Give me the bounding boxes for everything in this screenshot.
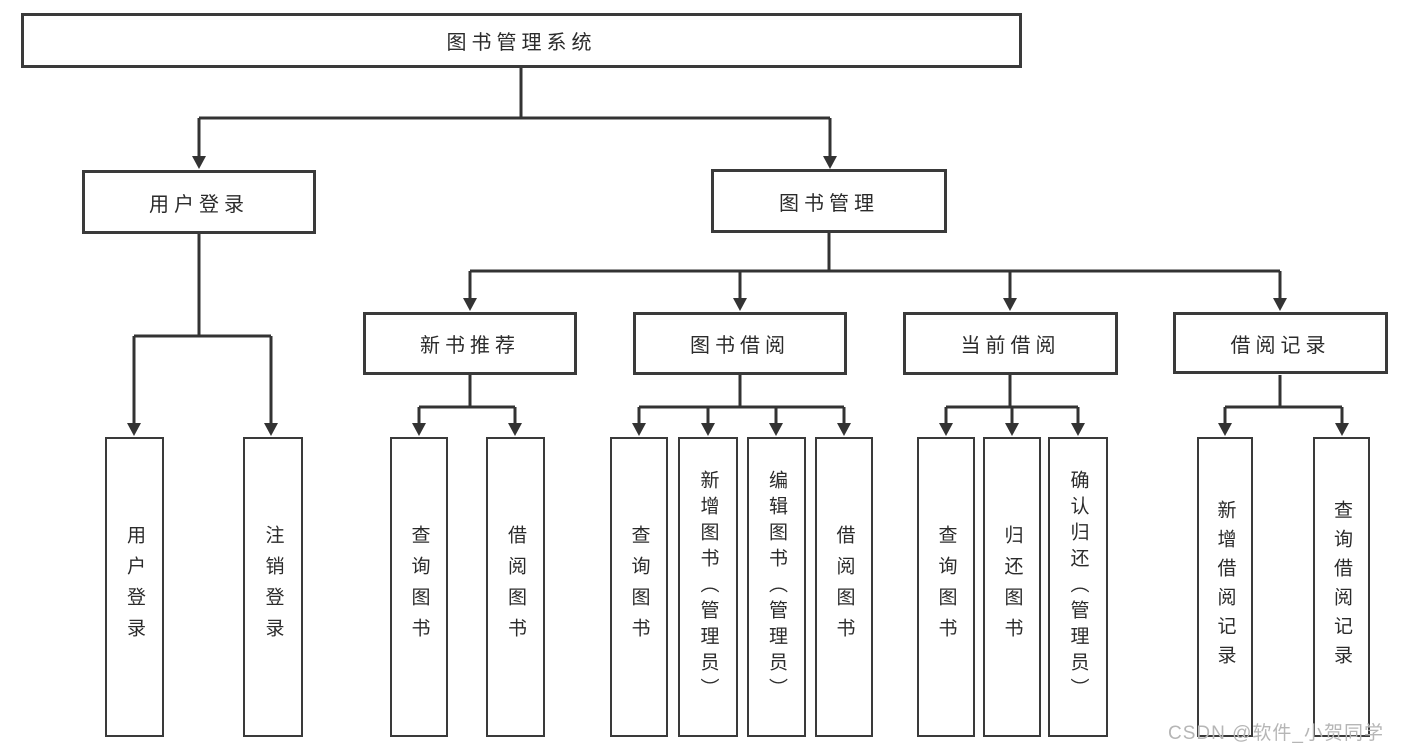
node-book-borrow-label: 图书借阅 (690, 335, 790, 357)
leaf-edit-book-admin-label: 编辑图书（管理员） (766, 470, 787, 704)
node-new-book-recommend: 新书推荐 (363, 312, 577, 375)
leaf-query-borrow-record: 查询借阅记录 (1313, 437, 1370, 737)
leaf-borrow-book-1: 借阅图书 (486, 437, 545, 737)
leaf-return-book: 归还图书 (983, 437, 1041, 737)
leaf-add-book-admin-label: 新增图书（管理员） (697, 470, 719, 704)
leaf-query-book-3-label: 查询图书 (935, 525, 957, 649)
leaf-query-book-1-label: 查询图书 (408, 525, 430, 649)
leaf-borrow-book-2: 借阅图书 (815, 437, 873, 737)
leaf-confirm-return-admin: 确认归还（管理员） (1048, 437, 1108, 737)
node-user-login: 用户登录 (82, 170, 316, 234)
node-root: 图书管理系统 (21, 13, 1022, 68)
node-borrow-records: 借阅记录 (1173, 312, 1388, 374)
node-book-borrow: 图书借阅 (633, 312, 847, 375)
node-current-borrow: 当前借阅 (903, 312, 1118, 375)
leaf-query-borrow-record-label: 查询借阅记录 (1331, 500, 1352, 674)
leaf-logout-label: 注销登录 (262, 525, 284, 649)
node-root-label: 图书管理系统 (446, 32, 597, 54)
node-new-book-recommend-label: 新书推荐 (420, 335, 520, 357)
leaf-borrow-book-1-label: 借阅图书 (505, 525, 526, 649)
leaf-user-login-label: 用户登录 (124, 525, 145, 649)
leaf-query-book-2-label: 查询图书 (628, 525, 650, 649)
leaf-edit-book-admin: 编辑图书（管理员） (747, 437, 806, 737)
watermark-text: CSDN @软件_小贺同学 (1168, 723, 1384, 744)
leaf-confirm-return-admin-label: 确认归还（管理员） (1067, 470, 1089, 704)
leaf-query-book-2: 查询图书 (610, 437, 668, 737)
leaf-logout: 注销登录 (243, 437, 303, 737)
leaf-add-borrow-record-label: 新增借阅记录 (1214, 500, 1236, 674)
leaf-query-book-1: 查询图书 (390, 437, 448, 737)
leaf-user-login: 用户登录 (105, 437, 164, 737)
leaf-query-book-3: 查询图书 (917, 437, 975, 737)
leaf-add-borrow-record: 新增借阅记录 (1197, 437, 1253, 737)
node-book-mgmt: 图书管理 (711, 169, 947, 233)
node-book-mgmt-label: 图书管理 (779, 192, 879, 215)
node-current-borrow-label: 当前借阅 (960, 335, 1061, 357)
node-user-login-label: 用户登录 (149, 193, 249, 216)
leaf-add-book-admin: 新增图书（管理员） (678, 437, 738, 737)
leaf-return-book-label: 归还图书 (1001, 525, 1023, 649)
node-borrow-records-label: 借阅记录 (1230, 334, 1331, 357)
leaf-borrow-book-2-label: 借阅图书 (833, 525, 855, 649)
